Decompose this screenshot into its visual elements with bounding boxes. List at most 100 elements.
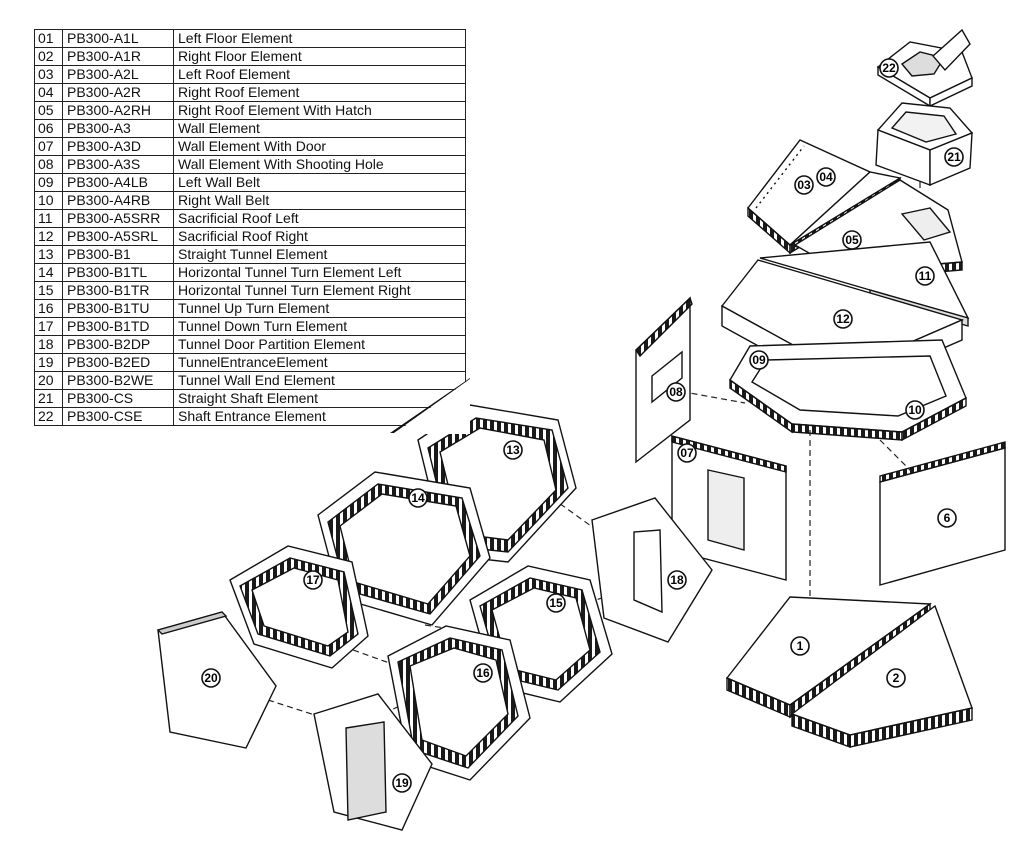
- callout-15-text: 15: [549, 596, 563, 610]
- callout-17: 17: [303, 570, 323, 590]
- callout-22: 22: [879, 58, 899, 78]
- part-name: Sacrificial Roof Right: [173, 227, 466, 246]
- callout-08: 08: [666, 382, 686, 402]
- callout-04-text: 04: [819, 170, 833, 184]
- part-number: 15: [34, 281, 63, 300]
- callout-20-text: 20: [204, 671, 218, 685]
- callout-04: 04: [816, 167, 836, 187]
- callout-11: 11: [915, 266, 935, 286]
- callout-14: 14: [408, 488, 428, 508]
- callout-20: 20: [201, 668, 221, 688]
- callout-05: 05: [842, 230, 862, 250]
- callout-1: 1: [790, 636, 810, 656]
- callout-15: 15: [546, 593, 566, 613]
- part-number: 14: [34, 263, 63, 282]
- part-name: Left Floor Element: [173, 29, 466, 48]
- part-number: 22: [34, 407, 63, 426]
- callout-10: 10: [905, 400, 925, 420]
- callout-12: 12: [833, 309, 853, 329]
- part-code: PB300-A2RH: [62, 101, 174, 120]
- callout-14-text: 14: [411, 491, 425, 505]
- part-name: Shaft Entrance Element: [173, 407, 466, 426]
- callout-19: 19: [392, 773, 412, 793]
- callout-18: 18: [667, 570, 687, 590]
- part-code: PB300-A1R: [62, 47, 174, 66]
- part-08-wall-shooting-hole: [635, 296, 693, 464]
- part-number: 19: [34, 353, 63, 372]
- part-code: PB300-B1TR: [62, 281, 174, 300]
- part-code: PB300-B2DP: [62, 335, 174, 354]
- callout-2-text: 2: [893, 671, 900, 685]
- callout-6-text: 6: [944, 511, 951, 525]
- part-name: Right Roof Element: [173, 83, 466, 102]
- part-number: 20: [34, 371, 63, 390]
- callout-09: 09: [749, 350, 769, 370]
- part-name: Horizontal Tunnel Turn Element Right: [173, 281, 466, 300]
- part-name: Straight Tunnel Element: [173, 245, 466, 264]
- part-code: PB300-A3S: [62, 155, 174, 174]
- part-number: 05: [34, 101, 63, 120]
- callout-09-text: 09: [752, 353, 766, 367]
- callout-1-text: 1: [797, 639, 804, 653]
- callout-03: 03: [794, 175, 814, 195]
- part-code: PB300-CS: [62, 389, 174, 408]
- callout-03-text: 03: [797, 178, 811, 192]
- part-02-right-floor: [790, 604, 973, 748]
- callout-13-text: 13: [506, 443, 520, 457]
- callout-17-text: 17: [306, 573, 320, 587]
- part-name: Right Floor Element: [173, 47, 466, 66]
- part-number: 06: [34, 119, 63, 138]
- callout-21: 21: [944, 147, 964, 167]
- part-number: 07: [34, 137, 63, 156]
- callout-12-text: 12: [836, 312, 850, 326]
- part-number: 17: [34, 317, 63, 336]
- part-name: Straight Shaft Element: [173, 389, 466, 408]
- part-name: TunnelEntranceElement: [173, 353, 466, 372]
- part-number: 21: [34, 389, 63, 408]
- part-number: 16: [34, 299, 63, 318]
- part-code: PB300-A3: [62, 119, 174, 138]
- callout-10-text: 10: [908, 403, 922, 417]
- callout-08-text: 08: [669, 385, 683, 399]
- part-number: 01: [34, 29, 63, 48]
- part-code: PB300-A4RB: [62, 191, 174, 210]
- part-code: PB300-B1: [62, 245, 174, 264]
- part-code: PB300-B2ED: [62, 353, 174, 372]
- callout-21-text: 21: [947, 150, 961, 164]
- part-code: PB300-A2L: [62, 65, 174, 84]
- callout-16: 16: [473, 663, 493, 683]
- callout-05-text: 05: [845, 233, 859, 247]
- callout-11-text: 11: [919, 269, 932, 283]
- part-name: Horizontal Tunnel Turn Element Left: [173, 263, 466, 282]
- part-number: 04: [34, 83, 63, 102]
- part-code: PB300-A3D: [62, 137, 174, 156]
- callout-18-text: 18: [670, 573, 684, 587]
- part-number: 18: [34, 335, 63, 354]
- part-number: 02: [34, 47, 63, 66]
- part-name: Left Roof Element: [173, 65, 466, 84]
- part-code: PB300-A2R: [62, 83, 174, 102]
- part-name: Wall Element: [173, 119, 466, 138]
- part-name: Tunnel Down Turn Element: [173, 317, 466, 336]
- callout-19-text: 19: [395, 776, 409, 790]
- part-name: Tunnel Up Turn Element: [173, 299, 466, 318]
- part-code: PB300-CSE: [62, 407, 174, 426]
